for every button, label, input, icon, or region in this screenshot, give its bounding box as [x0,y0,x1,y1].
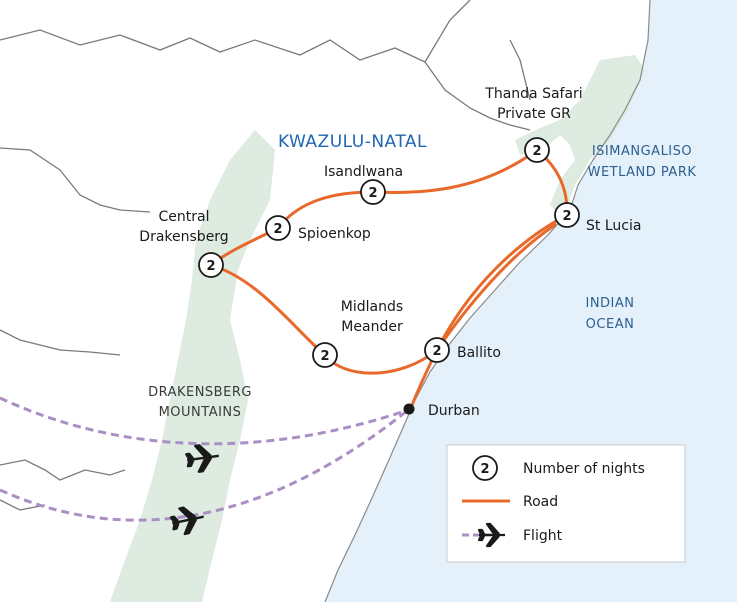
legend-nights-label: Number of nights [523,461,645,477]
legend-road-label: Road [523,494,558,510]
night-marker-thanda: 2 [524,137,550,163]
night-marker-central-drakensberg: 2 [198,252,224,278]
svg-text:2: 2 [532,144,541,159]
drakensberg-mountains-area [110,130,275,602]
road-stlucia-ballito-coast [408,213,569,412]
place-spioenkop: Spioenkop [298,226,371,242]
place-durban: Durban [428,403,480,419]
place-thanda-line1: Thanda Safari [484,86,582,102]
road-drakensberg-midlands [209,263,327,357]
map-legend: 2 Number of nights Road Flight [446,444,686,563]
region-label: KWAZULU-NATAL [278,132,427,152]
night-marker-spioenkop: 2 [265,215,291,241]
svg-text:2: 2 [320,349,329,364]
place-thanda-line2: Private GR [497,106,571,122]
flight-route-lower [0,408,409,522]
place-central-line2: Drakensberg [139,229,228,245]
svg-text:2: 2 [368,186,377,201]
plane-icon [477,522,505,548]
legend-flight-label: Flight [523,528,563,544]
night-marker-isandlwana: 2 [360,179,386,205]
legend-night-marker: 2 [472,455,498,481]
night-marker-st-lucia: 2 [554,202,580,228]
night-marker-midlands: 2 [312,342,338,368]
place-midlands-line1: Midlands [341,299,403,315]
svg-text:2: 2 [562,209,571,224]
flight-routes [0,396,409,522]
isimangaliso-park-area [515,55,645,215]
place-ballito: Ballito [457,345,501,361]
city-dot-icon [403,403,415,415]
coastline [324,0,651,602]
plane-icon [169,506,204,536]
svg-text:2: 2 [432,344,441,359]
place-st-lucia: St Lucia [586,218,641,234]
svg-text:2: 2 [480,462,489,477]
place-central-line1: Central [159,209,210,225]
province-borders [0,0,531,511]
svg-text:2: 2 [206,259,215,274]
wetland-label-line1: ISIMANGALISO [592,144,692,159]
svg-text:2: 2 [273,222,282,237]
place-midlands-line2: Meander [341,319,403,335]
road-ballito-inland [435,223,557,352]
road-isandlwana-thanda [371,148,539,195]
ocean-label-line1: INDIAN [585,296,634,311]
place-isandlwana: Isandlwana [324,164,403,180]
night-marker-ballito: 2 [424,337,450,363]
ocean-label-line2: OCEAN [586,317,635,332]
flight-route-upper [0,396,409,446]
mountains-label-line1: DRAKENSBERG [148,385,252,400]
plane-icon [185,444,220,473]
wetland-label-line2: WETLAND PARK [588,165,697,180]
mountains-label-line2: MOUNTAINS [159,405,242,420]
